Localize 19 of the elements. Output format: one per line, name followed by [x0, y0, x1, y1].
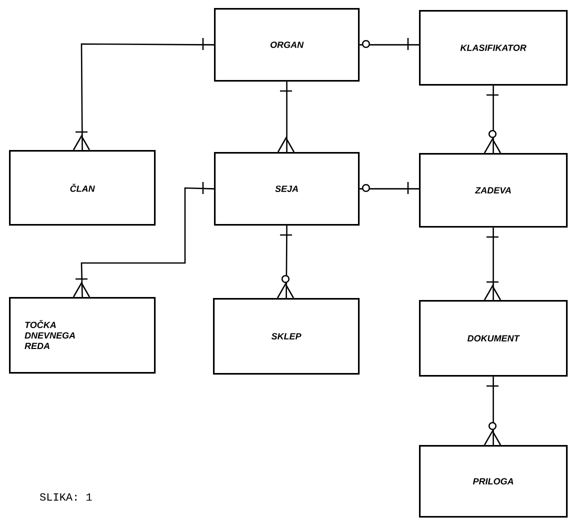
entity-box: DOKUMENT	[419, 300, 568, 377]
entity-box: SKLEP	[213, 298, 360, 375]
figure-label: SLIKA: 1	[40, 493, 92, 501]
relationship-line	[484, 376, 502, 446]
entity-box: KLASIFIKATOR	[419, 10, 568, 86]
relationship-line	[72, 181, 215, 298]
entity-box: ZADEVA	[419, 153, 568, 228]
relationship-line	[72, 37, 215, 151]
entity-box: ORGAN	[214, 8, 360, 82]
relationship-line	[358, 181, 420, 195]
relationship-line	[484, 84, 502, 154]
entity-box: ČLAN	[9, 150, 156, 226]
relationship-line	[358, 37, 420, 51]
entity-box: PRILOGA	[419, 445, 568, 518]
relationship-line	[277, 80, 295, 153]
relationship-line	[276, 224, 294, 299]
entity-box: SEJA	[214, 152, 360, 226]
entity-box: TOČKA DNEVNEGA REDA	[9, 297, 156, 374]
relationship-line	[484, 226, 502, 301]
